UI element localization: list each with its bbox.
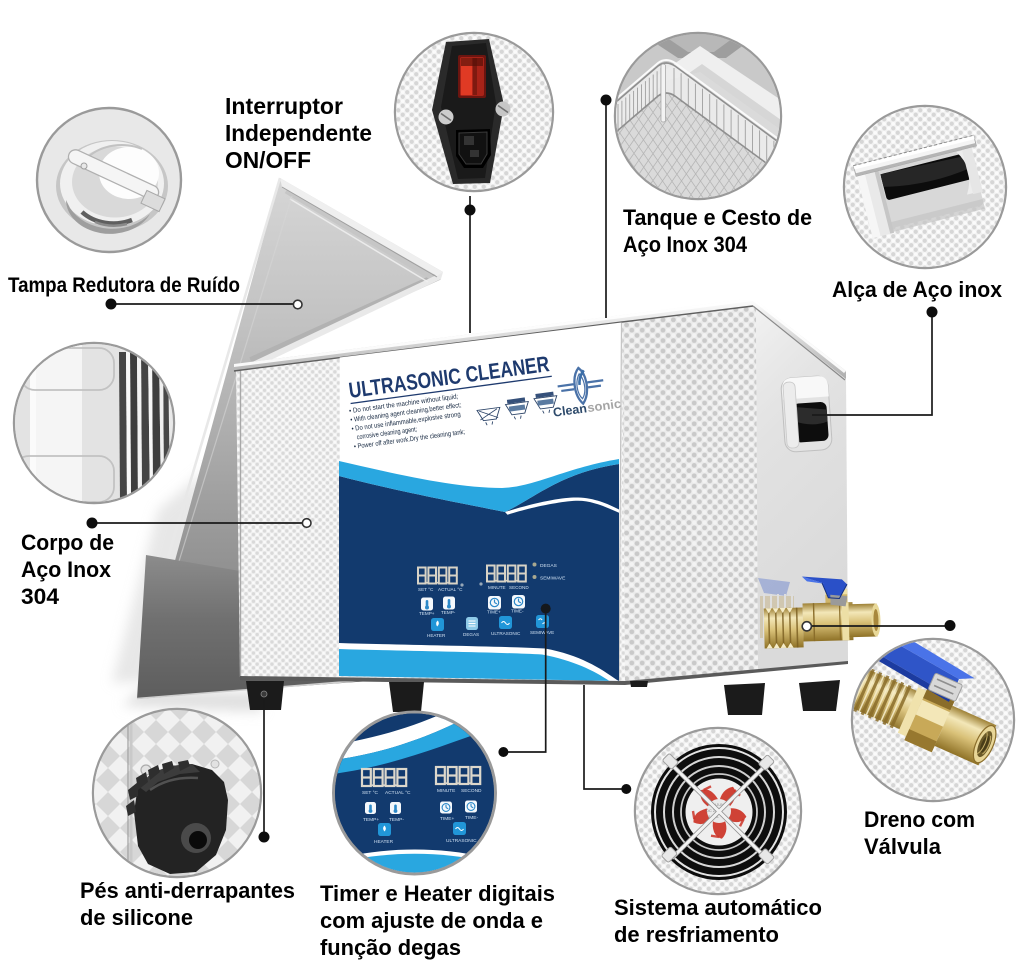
svg-text:SET °C: SET °C bbox=[362, 790, 378, 796]
svg-text:SET °C: SET °C bbox=[418, 587, 434, 592]
svg-text:TEMP-: TEMP- bbox=[389, 817, 404, 823]
svg-text:Corpo de: Corpo de bbox=[21, 530, 114, 555]
svg-text:MINUTE: MINUTE bbox=[437, 788, 455, 794]
svg-text:Pés anti-derrapantes: Pés anti-derrapantes bbox=[80, 878, 295, 903]
svg-text:de silicone: de silicone bbox=[80, 905, 193, 930]
svg-text:TIME+: TIME+ bbox=[487, 610, 501, 615]
svg-text:DC 24V: DC 24V bbox=[706, 808, 720, 813]
svg-text:HEATER: HEATER bbox=[374, 839, 394, 845]
svg-text:Aço Inox: Aço Inox bbox=[21, 557, 112, 582]
svg-text:ON/OFF: ON/OFF bbox=[225, 147, 311, 173]
svg-text:Aço Inox 304: Aço Inox 304 bbox=[623, 232, 748, 257]
svg-text:TIME-: TIME- bbox=[465, 815, 478, 821]
svg-text:Tampa Redutora de Ruído: Tampa Redutora de Ruído bbox=[8, 274, 240, 297]
svg-text:SECOND: SECOND bbox=[509, 585, 529, 590]
svg-text:ULTRASONIC: ULTRASONIC bbox=[491, 631, 521, 636]
svg-text:Clean: Clean bbox=[552, 401, 588, 419]
svg-text:Tanque e Cesto de: Tanque e Cesto de bbox=[623, 205, 812, 230]
svg-text:de resfriamento: de resfriamento bbox=[614, 922, 779, 947]
svg-text:sonic: sonic bbox=[586, 397, 622, 415]
svg-text:Timer e Heater digitais: Timer e Heater digitais bbox=[320, 881, 555, 906]
svg-text:SEMIWAVE: SEMIWAVE bbox=[540, 576, 565, 582]
svg-text:função degas: função degas bbox=[320, 935, 461, 960]
svg-text:TIME+: TIME+ bbox=[440, 816, 454, 822]
svg-text:TEMP+: TEMP+ bbox=[363, 817, 379, 823]
svg-text:SANJUN: SANJUN bbox=[708, 802, 724, 807]
svg-text:Válvula: Válvula bbox=[864, 834, 942, 859]
svg-text:ACTUAL °C: ACTUAL °C bbox=[438, 587, 463, 592]
svg-text:Independente: Independente bbox=[225, 120, 372, 146]
svg-text:Dreno com: Dreno com bbox=[864, 807, 975, 832]
svg-text:TEMP-: TEMP- bbox=[441, 610, 456, 615]
svg-text:HEATER: HEATER bbox=[427, 633, 446, 638]
svg-text:304: 304 bbox=[21, 584, 60, 609]
svg-text:TEMP+: TEMP+ bbox=[419, 611, 435, 616]
svg-text:DEGAS: DEGAS bbox=[463, 632, 479, 637]
svg-text:ACTUAL °C: ACTUAL °C bbox=[385, 790, 411, 796]
svg-text:Alça de Aço inox: Alça de Aço inox bbox=[832, 277, 1003, 302]
svg-text:Interruptor: Interruptor bbox=[225, 93, 343, 119]
svg-text:com ajuste de onda e: com ajuste de onda e bbox=[320, 908, 543, 933]
svg-text:ULTRASONIC: ULTRASONIC bbox=[446, 838, 477, 844]
svg-text:Sistema automático: Sistema automático bbox=[614, 895, 822, 920]
svg-text:DEGAS: DEGAS bbox=[540, 563, 557, 569]
svg-text:TIME-: TIME- bbox=[511, 609, 524, 614]
svg-text:MINUTE: MINUTE bbox=[488, 585, 506, 590]
svg-text:SECOND: SECOND bbox=[461, 788, 482, 794]
svg-text:SEMIWAVE: SEMIWAVE bbox=[530, 630, 554, 635]
